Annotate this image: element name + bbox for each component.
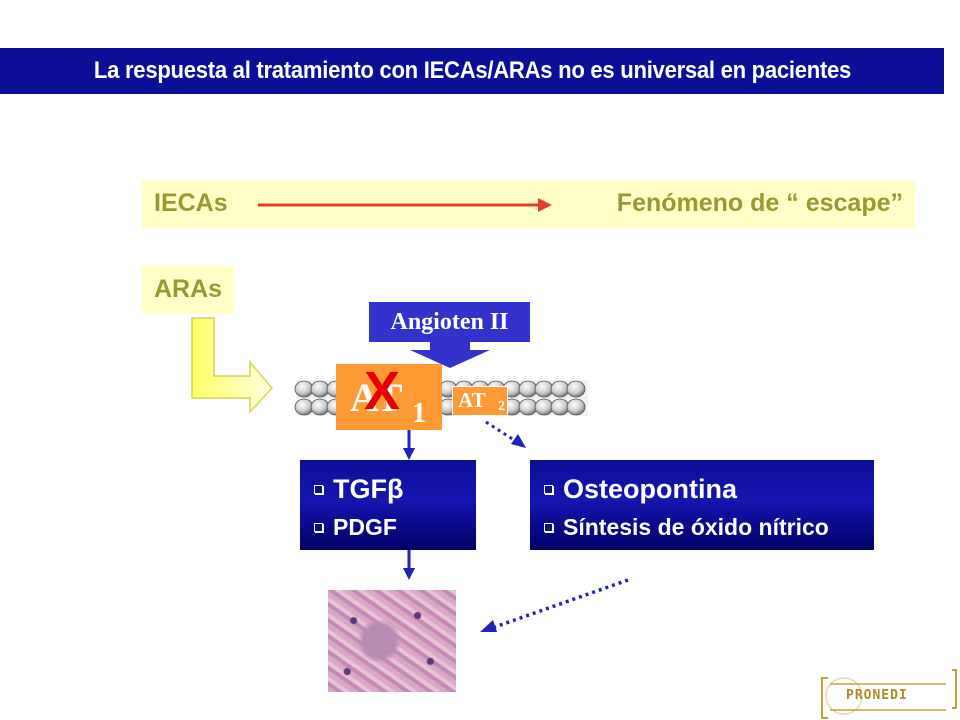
- l-shaped-arrow-icon: [191, 317, 273, 414]
- membrane-bead: [294, 398, 314, 416]
- list-item-label: PDGF: [333, 514, 397, 540]
- histology-image: [328, 590, 456, 692]
- membrane-bead: [566, 398, 586, 416]
- at2-text: AT: [458, 388, 486, 412]
- logo-frame-icon: [821, 669, 957, 719]
- title-bar: La respuesta al tratamiento con IECAs/AR…: [0, 48, 944, 94]
- at1-down-arrow-icon: [403, 430, 415, 460]
- bullet-icon: [314, 523, 323, 532]
- at1-subscript: 1: [412, 398, 426, 429]
- tgf-pdgf-box: TGFβ PDGF: [300, 460, 476, 550]
- membrane-bead: [550, 398, 570, 416]
- at2-receptor: AT 2: [452, 386, 508, 416]
- escape-label: Fenómeno de “ escape”: [616, 189, 903, 217]
- pronedi-logo: PRONEDI: [818, 668, 958, 720]
- bullet-icon: [314, 485, 323, 494]
- at2-subscript: 2: [498, 399, 505, 414]
- at2-dotted-arrow-icon: [485, 420, 526, 448]
- list-item-label: Osteopontina: [563, 474, 737, 504]
- iecas-label: IECAs: [154, 189, 228, 217]
- aras-label: ARAs: [154, 275, 223, 303]
- list-item: Síntesis de óxido nítrico: [544, 514, 829, 541]
- membrane-bead: [518, 380, 538, 398]
- list-item: PDGF: [314, 514, 397, 541]
- at1-text: AT: [350, 375, 403, 420]
- list-item: TGFβ: [314, 474, 403, 505]
- osteopontina-box: Osteopontina Síntesis de óxido nítrico: [530, 460, 874, 550]
- membrane-bead: [294, 380, 314, 398]
- angiotensin-box: Angioten II: [369, 302, 530, 342]
- list-item: Osteopontina: [544, 474, 737, 505]
- list-item-label: TGFβ: [333, 474, 404, 504]
- membrane-bead: [310, 398, 330, 416]
- bullet-icon: [544, 485, 553, 494]
- logo-text: PRONEDI: [846, 688, 908, 703]
- aras-box: ARAs: [142, 266, 234, 314]
- membrane-bead: [534, 398, 554, 416]
- membrane-bead: [566, 380, 586, 398]
- membrane-bead: [534, 380, 554, 398]
- angiotensin-down-arrow-icon: [410, 341, 490, 368]
- osteo-dotted-arrow-icon: [480, 578, 629, 632]
- block-x-icon: X: [364, 361, 401, 421]
- at1-receptor: AT 1 X: [336, 361, 442, 430]
- tgf-down-arrow-icon: [403, 550, 415, 580]
- page-title: La respuesta al tratamiento con IECAs/AR…: [93, 57, 851, 84]
- membrane-bead: [518, 398, 538, 416]
- angiotensin-label: Angioten II: [390, 308, 509, 335]
- iecas-arrow-icon: [258, 198, 552, 212]
- membrane-bead: [550, 380, 570, 398]
- membrane-bead: [310, 380, 330, 398]
- bullet-icon: [544, 523, 553, 532]
- list-item-label: Síntesis de óxido nítrico: [563, 514, 829, 540]
